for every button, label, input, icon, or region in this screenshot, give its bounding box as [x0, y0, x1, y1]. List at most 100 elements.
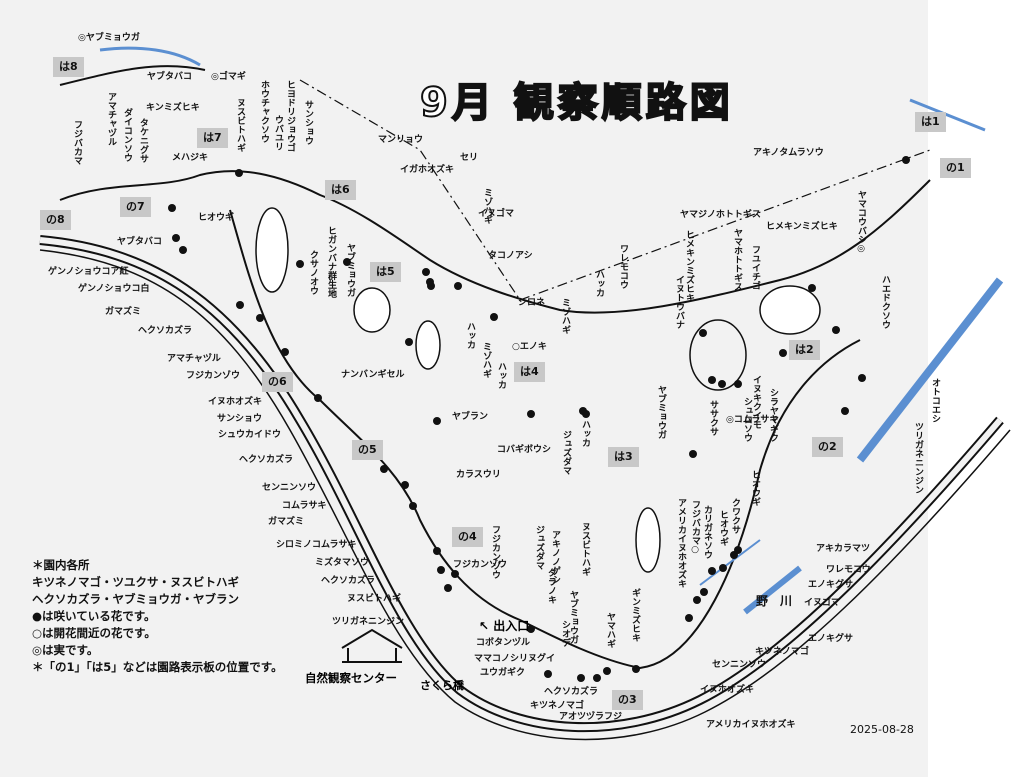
plant-label: フジバカマ — [72, 120, 82, 165]
bloom-marker — [490, 313, 498, 321]
route-board: は5 — [370, 262, 401, 282]
plant-label: シュウカイドウ — [218, 430, 282, 440]
plant-label: ミゾハギ — [481, 342, 491, 378]
legend-soon: ○は開花間近の花です。 — [32, 626, 156, 640]
plant-label: ダイコンソウ — [122, 108, 132, 162]
plant-label: ハッカ — [496, 362, 506, 389]
plant-label: ハッカ — [465, 322, 475, 349]
plant-label: ササクサ — [708, 400, 718, 436]
route-board: の3 — [612, 690, 643, 710]
plant-label: シオデ — [560, 620, 570, 647]
garden-path — [59, 65, 931, 314]
plant-label: シラヤマギク — [768, 388, 778, 442]
bloom-marker — [734, 546, 742, 554]
bloom-marker — [236, 301, 244, 309]
plant-label: アオツヅラフジ — [559, 712, 623, 722]
entrance-label: ↖ 出入口 — [479, 619, 530, 633]
bloom-marker — [437, 566, 445, 574]
plant-label: ゲンノショウコ白 — [78, 284, 150, 294]
plant-label: アメリカイヌホオズキ — [676, 498, 686, 588]
plant-label: サンショウ — [303, 100, 313, 145]
plant-label: イヌトウバナ — [674, 275, 684, 329]
river-edge — [39, 249, 1011, 741]
maru-pond — [415, 320, 441, 370]
plant-label: カラスウリ — [456, 470, 501, 480]
dash-boundary-2 — [299, 79, 521, 301]
plant-label: シロミノコムラサキ — [276, 540, 357, 550]
route-board: は7 — [197, 128, 228, 148]
plant-label: ヒオウギ — [198, 213, 235, 223]
route-board: の5 — [352, 440, 383, 460]
bloom-marker — [527, 410, 535, 418]
bloom-marker — [708, 376, 716, 384]
bloom-marker — [693, 596, 701, 604]
plant-label: ヌスビトハギ — [347, 594, 402, 604]
route-board: の1 — [940, 158, 971, 178]
bloom-marker — [858, 374, 866, 382]
plant-label: キツネノマゴ — [755, 647, 810, 657]
legend-line-2: ヘクソカズラ・ヤブミョウガ・ヤブラン — [32, 592, 239, 606]
plant-label: ナンバンギセル — [341, 370, 405, 380]
flower-markers — [168, 156, 910, 682]
bloom-marker — [281, 348, 289, 356]
plant-label: オトコエシ — [930, 378, 940, 423]
plant-label: ツリガネニンジン — [913, 422, 923, 494]
route-board: は6 — [325, 180, 356, 200]
outer-road-inner — [39, 237, 1003, 731]
plant-label: ヤマジノホトトギス — [680, 210, 761, 220]
plant-label: ヒメキンミズヒキ — [684, 230, 694, 302]
plant-label: ○エノキ — [512, 342, 547, 352]
plant-label: カリガネソウ — [702, 505, 712, 559]
bloom-marker — [718, 380, 726, 388]
sakura-bridge-label: さくら橋 — [420, 679, 464, 692]
plant-label: ヤブラン — [452, 412, 489, 422]
plant-label: ヤマホトトギス — [732, 228, 742, 291]
plant-label: ツリガネニンジン — [332, 617, 405, 627]
plant-label: ミズタマソウ — [315, 558, 370, 568]
map-title: 9月 観察順路図 — [419, 79, 734, 127]
bloom-marker — [902, 156, 910, 164]
bloom-marker — [179, 246, 187, 254]
plant-label: センニンソウ — [262, 483, 317, 493]
plant-label: アキノタムラソウ — [753, 148, 824, 158]
plant-label: ヤブミョウガ — [568, 590, 578, 644]
uka-pond — [255, 207, 289, 293]
legend-line-1: キツネノマゴ・ツユクサ・ヌスビトハギ — [32, 575, 239, 589]
plant-label: コボタンヅル — [476, 638, 531, 648]
plant-label: イヌホオズキ — [700, 685, 755, 695]
bloom-marker — [172, 234, 180, 242]
plant-label: ヘクソカズラ — [138, 326, 193, 336]
dash-boundary — [519, 149, 931, 301]
blue-river-right — [856, 277, 1004, 463]
plant-label: セリ — [460, 153, 479, 163]
plant-label: ジュズダマ — [534, 525, 544, 570]
plant-label: イヌホオズキ — [208, 397, 263, 407]
plant-label: クワクサ — [730, 498, 740, 534]
legend-note: ＊「の1」「は5」などは園路表示板の位置です。 — [32, 660, 283, 674]
date-stamp: 2025-08-28 — [850, 723, 914, 736]
plant-label: ワレモコウ — [618, 244, 628, 289]
bloom-marker — [832, 326, 840, 334]
bloom-marker — [314, 394, 322, 402]
plant-label: ヌスビトハギ — [235, 98, 245, 152]
plant-label: アマチャヅル — [106, 92, 116, 146]
plant-label: ヌスビトハギ — [580, 522, 590, 576]
bloom-marker — [422, 268, 430, 276]
bloom-marker — [433, 547, 441, 555]
plant-label: アキカラマツ — [816, 544, 871, 554]
plant-label: ハエドクソウ — [880, 275, 890, 329]
plant-label: ヤブタバコ — [147, 72, 193, 82]
bloom-marker — [808, 284, 816, 292]
blue-river-low — [743, 565, 802, 615]
bloom-marker — [700, 588, 708, 596]
plant-label: キツネノマゴ — [530, 701, 585, 711]
route-board: の4 — [452, 527, 483, 547]
plant-label: ヘクソカズラ — [321, 576, 376, 586]
plant-label: ママコノシリヌグイ — [474, 654, 556, 664]
bloom-marker — [235, 169, 243, 177]
plant-label: フジカンゾウ — [490, 525, 500, 579]
bloom-marker — [405, 338, 413, 346]
plant-label: メハジキ — [172, 153, 209, 163]
